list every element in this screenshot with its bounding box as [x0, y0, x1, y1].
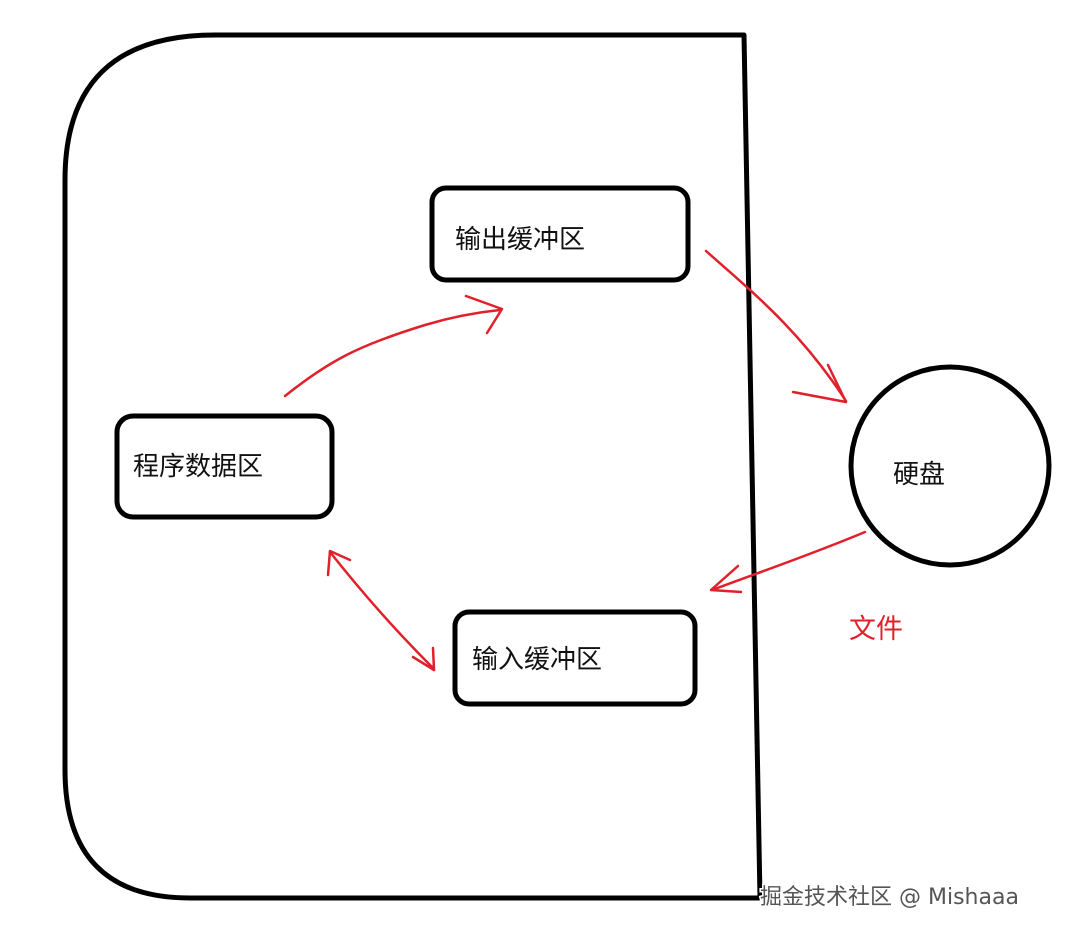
arrowhead-disk-to-input-buffer: [709, 564, 743, 594]
input-buffer-node: 输入缓冲区: [452, 609, 698, 707]
arrowhead-output-buffer-to-disk: [791, 363, 848, 404]
watermark-text: 掘金技术社区 @ Mishaaa: [760, 885, 1019, 910]
program-data-label: 程序数据区: [133, 452, 263, 482]
file-edge-label: 文件: [849, 614, 903, 645]
program-data-node: 程序数据区: [114, 413, 335, 520]
arrowhead-to-input-buffer: [411, 646, 436, 672]
arrowhead-to-program-data: [326, 549, 352, 577]
input-buffer-label: 输入缓冲区: [472, 645, 602, 675]
arrow-output-buffer-to-disk: [704, 249, 848, 403]
program-data-box: [114, 413, 335, 520]
arrow-program-to-output-buffer: [283, 308, 502, 398]
arrow-input-buffer-program-data: [328, 550, 435, 670]
output-buffer-box: [429, 185, 691, 283]
arrow-disk-to-input-buffer: [710, 530, 867, 592]
output-buffer-node: 输出缓冲区: [429, 185, 691, 283]
arrowhead-program-to-output-buffer: [464, 294, 504, 335]
program-memory-region: [62, 32, 763, 901]
disk-label: 硬盘: [893, 460, 945, 490]
disk-node: 硬盘: [848, 364, 1052, 568]
input-buffer-box: [452, 609, 698, 707]
disk-circle: [848, 364, 1052, 568]
output-buffer-label: 输出缓冲区: [455, 225, 585, 255]
